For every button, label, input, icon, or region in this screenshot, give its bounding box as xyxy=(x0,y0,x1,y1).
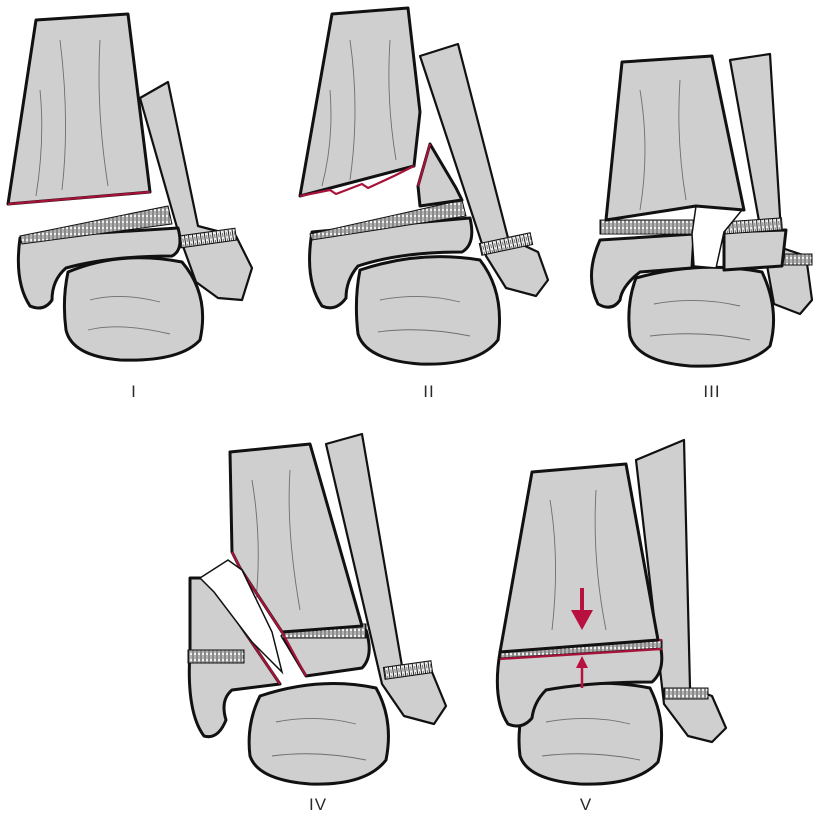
panel-label-iii: III xyxy=(682,382,742,402)
tibia-shaft xyxy=(8,14,150,204)
panel-label-ii: II xyxy=(399,382,459,402)
talus xyxy=(64,258,202,360)
panel-iii xyxy=(591,54,812,366)
epiphyseal-fragment xyxy=(724,230,786,270)
panel-ii xyxy=(300,8,548,364)
talus xyxy=(249,684,388,785)
tibia-shaft xyxy=(606,56,744,220)
panel-label-iv: IV xyxy=(288,795,348,815)
panel-i xyxy=(8,14,252,360)
panel-v xyxy=(497,440,726,784)
growth-plate-medial xyxy=(188,650,244,663)
talus xyxy=(629,267,774,366)
panel-label-i: I xyxy=(104,382,164,402)
panel-iv xyxy=(188,434,446,784)
fibula-physis xyxy=(664,688,708,699)
talus xyxy=(356,257,499,364)
tibia-shaft xyxy=(300,8,420,196)
growth-plate xyxy=(600,220,694,234)
panel-label-v: V xyxy=(556,795,616,815)
